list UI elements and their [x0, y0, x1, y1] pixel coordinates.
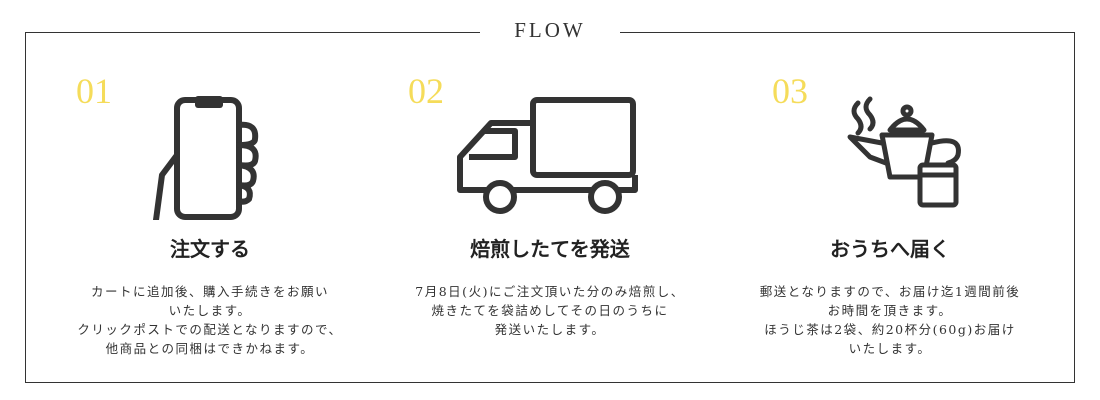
desc-line: いたします。	[848, 341, 932, 356]
smartphone-hand-icon	[153, 96, 259, 220]
flow-heading: FLOW	[480, 18, 620, 43]
desc-line: いたします。	[168, 303, 252, 318]
desc-line: 焼きたてを袋詰めしてその日のうちに	[431, 303, 669, 318]
step-number: 03	[772, 71, 808, 111]
step-description: 7月8日(火)にご注文頂いた分のみ焙煎し、 焼きたてを袋詰めしてその日のうちに …	[380, 282, 720, 339]
step-number: 01	[76, 71, 112, 111]
desc-line: 7月8日(火)にご注文頂いた分のみ焙煎し、	[415, 284, 685, 299]
teapot-icon	[847, 96, 961, 208]
step-title: 注文する	[170, 237, 250, 261]
desc-line: お時間を頂きます。	[827, 303, 953, 318]
truck-icon	[457, 97, 638, 214]
desc-line: 郵送となりますので、お届け迄1週間前後	[759, 284, 1021, 299]
desc-line: クリックポストでの配送となりますので、	[77, 322, 343, 337]
desc-line: ほうじ茶は2袋、約20杯分(60g)お届け	[764, 322, 1016, 337]
desc-line: カートに追加後、購入手続きをお願い	[90, 284, 329, 299]
step-description: カートに追加後、購入手続きをお願い いたします。 クリックポストでの配送となりま…	[40, 282, 380, 358]
desc-line: 他商品との同梱はできかねます。	[105, 341, 315, 356]
step-number: 02	[408, 71, 444, 111]
step-title: 焙煎したてを発送	[470, 237, 630, 261]
desc-line: 発送いたします。	[494, 322, 606, 337]
step-description: 郵送となりますので、お届け迄1週間前後 お時間を頂きます。 ほうじ茶は2袋、約2…	[720, 282, 1060, 358]
step-title: おうちへ届く	[830, 237, 950, 261]
